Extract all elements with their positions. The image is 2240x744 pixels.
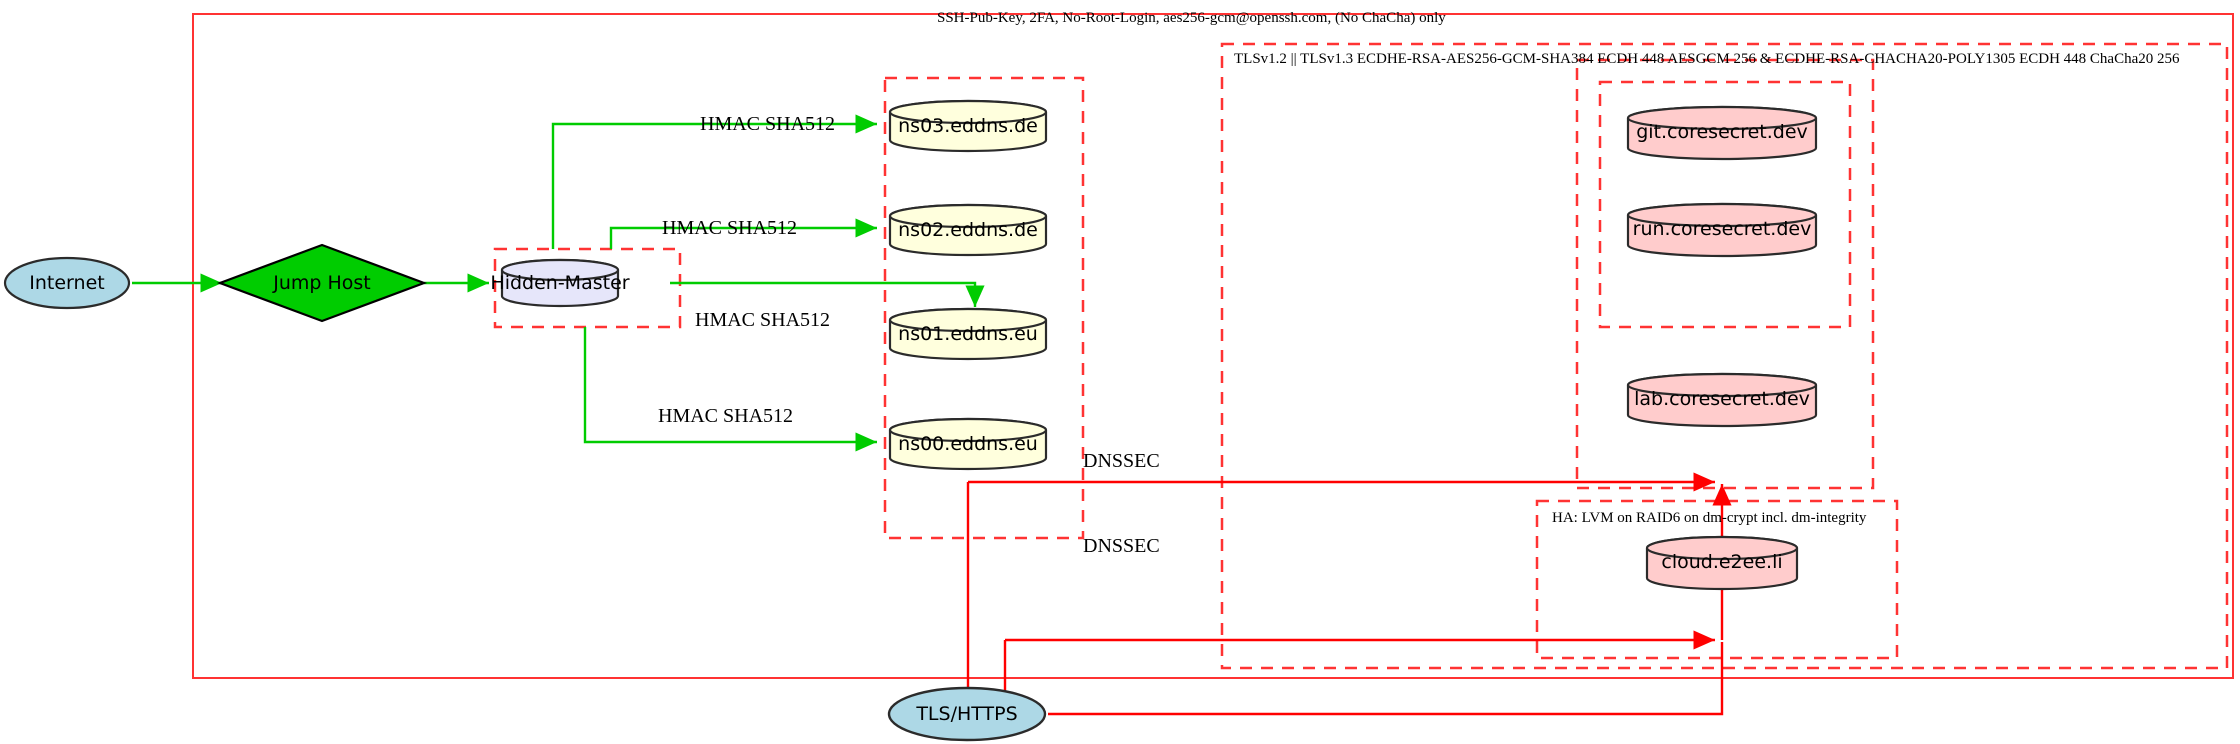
node-cloud[interactable] xyxy=(1645,535,1799,591)
node-ns03[interactable] xyxy=(888,99,1048,153)
node-ns01[interactable] xyxy=(888,307,1048,361)
edge-label-dnssec-1: DNSSEC xyxy=(1083,450,1160,472)
edge-label-hmac-ns01: HMAC SHA512 xyxy=(695,309,831,331)
cluster-dns xyxy=(883,76,1085,540)
edge-label-hmac-ns00: HMAC SHA512 xyxy=(658,405,794,427)
node-lab[interactable] xyxy=(1626,372,1818,428)
edge-tlshttps-right xyxy=(1048,642,1724,716)
edge-label-hmac-ns02: HMAC SHA512 xyxy=(662,217,798,239)
edge-master-ns02 xyxy=(609,218,877,249)
cluster-outer-ssh xyxy=(192,13,2234,679)
cluster-coresecret xyxy=(1598,80,1852,329)
node-ns00[interactable] xyxy=(888,417,1048,471)
edge-master-ns03 xyxy=(551,114,877,249)
edge-master-ns01 xyxy=(670,281,985,307)
cluster-tls-label: TLSv1.2 || TLSv1.3 ECDHE-RSA-AES256-GCM-… xyxy=(1234,51,2180,67)
cluster-hidden-master xyxy=(493,247,682,329)
cluster-tls xyxy=(1220,42,2229,670)
node-jumphost[interactable] xyxy=(216,243,428,323)
edge-master-ns00 xyxy=(583,327,877,452)
node-git[interactable] xyxy=(1626,105,1818,161)
node-hidden-master[interactable] xyxy=(500,258,620,308)
node-tlshttps[interactable] xyxy=(887,686,1047,742)
cluster-ha-label: HA: LVM on RAID6 on dm-crypt incl. dm-in… xyxy=(1552,510,1867,526)
node-internet[interactable] xyxy=(3,256,131,310)
node-run[interactable] xyxy=(1626,202,1818,258)
edge-label-dnssec-2: DNSSEC xyxy=(1083,535,1160,557)
node-ns02[interactable] xyxy=(888,203,1048,257)
diagram-title: SSH-Pub-Key, 2FA, No-Root-Login, aes256-… xyxy=(937,10,1446,26)
edge-label-hmac-ns03: HMAC SHA512 xyxy=(700,113,836,135)
